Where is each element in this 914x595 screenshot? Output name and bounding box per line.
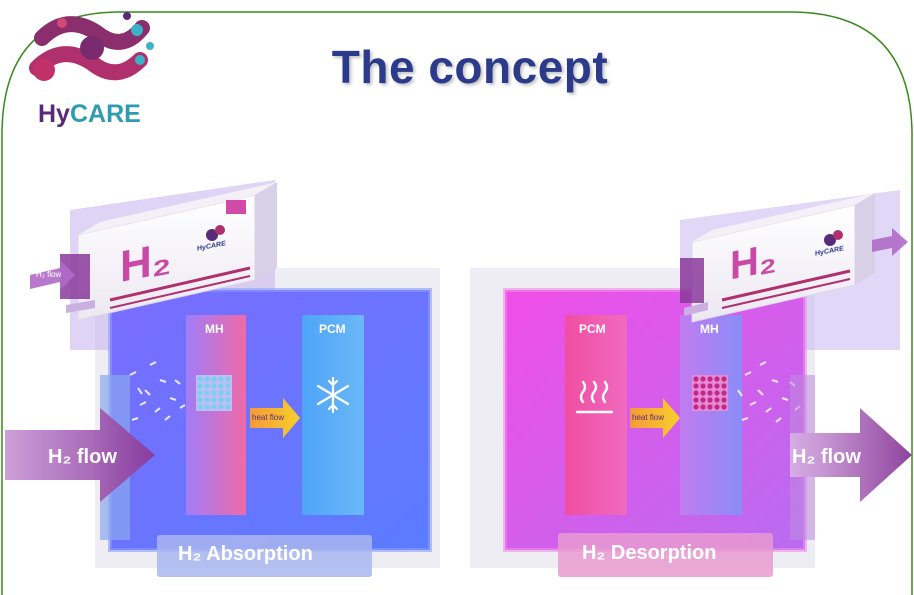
absorption-heat-flow-label: heat flow [252,413,285,422]
absorption-panel [5,180,440,577]
absorption-mh-column [186,315,246,515]
hycare-logo-graphic [29,12,154,81]
absorption-bottom-label-bg [157,535,372,577]
logo-text: HyCARE [38,100,141,129]
hycare-logo [22,8,162,138]
desorption-bottom-label-bg [558,533,773,577]
desorption-panel [470,190,912,577]
absorption-pcm-column [302,315,364,515]
absorption-small-flow-arrow [30,260,75,290]
diagram-graphics [5,180,912,577]
absorption-heat-flow-arrow [250,398,300,438]
absorption-h2-particles [129,361,186,421]
absorption-small-flow-label: H₂ flow [36,270,62,279]
desorption-heat-flow-arrow [630,398,680,438]
snowflake-icon [316,376,350,414]
heat-waves-icon [575,380,614,414]
absorption-mh-grid [196,375,232,411]
desorption-mh-column [680,315,742,515]
logo-text-care: CARE [69,100,141,128]
desorption-pcm-column [565,315,627,515]
desorption-small-flow-arrow [872,228,908,256]
desorption-h2-outflow-arrow [790,408,912,502]
desorption-pcm-label: PCM [579,322,606,336]
absorption-bottom-label: H₂ Absorption [178,543,313,565]
logo-text-hy: Hy [38,100,70,128]
absorption-h2-inflow-arrow [5,408,155,502]
desorption-mh-grid [692,375,728,411]
concept-diagram: MH PCM heat flow H₂ flow H₂ flow H₂ HyCA… [0,150,914,595]
desorption-h2-flow-label: H₂ flow [792,446,861,468]
desorption-hydrogen-tank [680,193,875,323]
desorption-heat-flow-label: heat flow [632,413,665,422]
absorption-h2-flow-label: H₂ flow [48,446,117,468]
desorption-tank-h2-label: H₂ [730,235,777,289]
absorption-mh-label: MH [205,322,224,336]
absorption-pcm-label: PCM [319,322,346,336]
absorption-hydrogen-tank [60,182,277,321]
desorption-mh-label: MH [700,322,719,336]
absorption-tank-h2-label: H₂ [120,233,172,292]
page-title: The concept [331,41,609,93]
desorption-bottom-label: H₂ Desorption [582,542,717,564]
